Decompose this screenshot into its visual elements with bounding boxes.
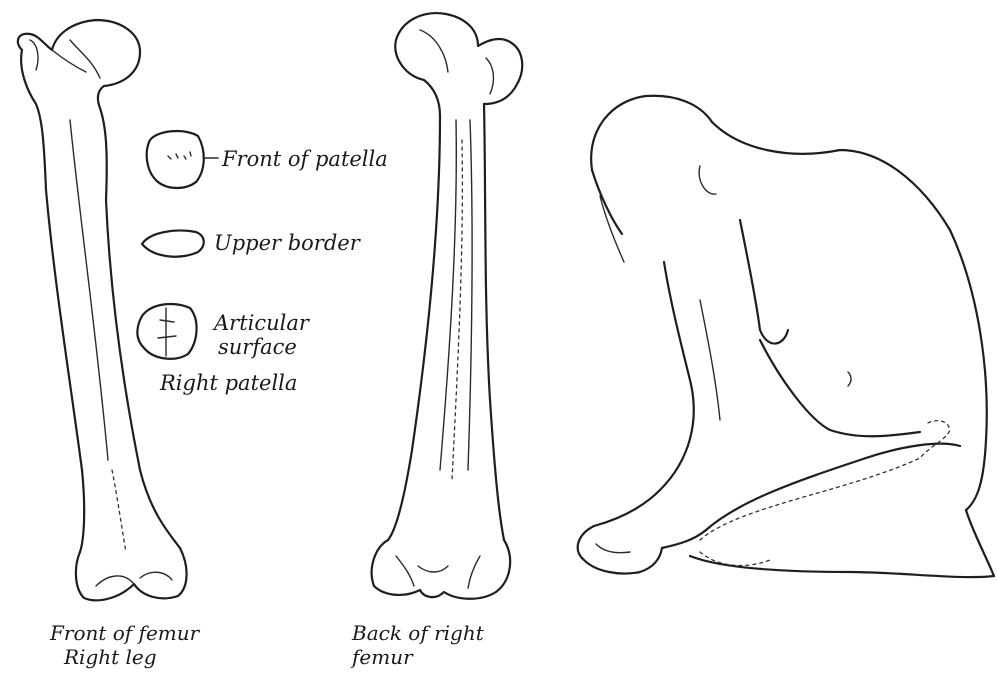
back-femur-caption-line1: Back of right (351, 621, 485, 645)
front-femur-caption-line2: Right leg (63, 645, 157, 669)
front-femur-drawing (18, 20, 187, 600)
articular-label: Articular (212, 311, 311, 335)
back-femur-drawing (372, 13, 523, 599)
surface-label: surface (218, 335, 297, 359)
patella-articular-view (137, 304, 196, 359)
patella-upper-border-view (142, 231, 204, 257)
back-femur-caption-line2: femur (350, 645, 414, 669)
patella-front-view (147, 131, 218, 188)
front-femur-caption-line1: Front of femur (49, 621, 201, 645)
upper-border-label: Upper border (214, 231, 362, 255)
kneeling-figure-drawing (578, 96, 994, 577)
right-patella-caption: Right patella (159, 371, 297, 395)
front-of-patella-label: Front of patella (221, 147, 388, 171)
